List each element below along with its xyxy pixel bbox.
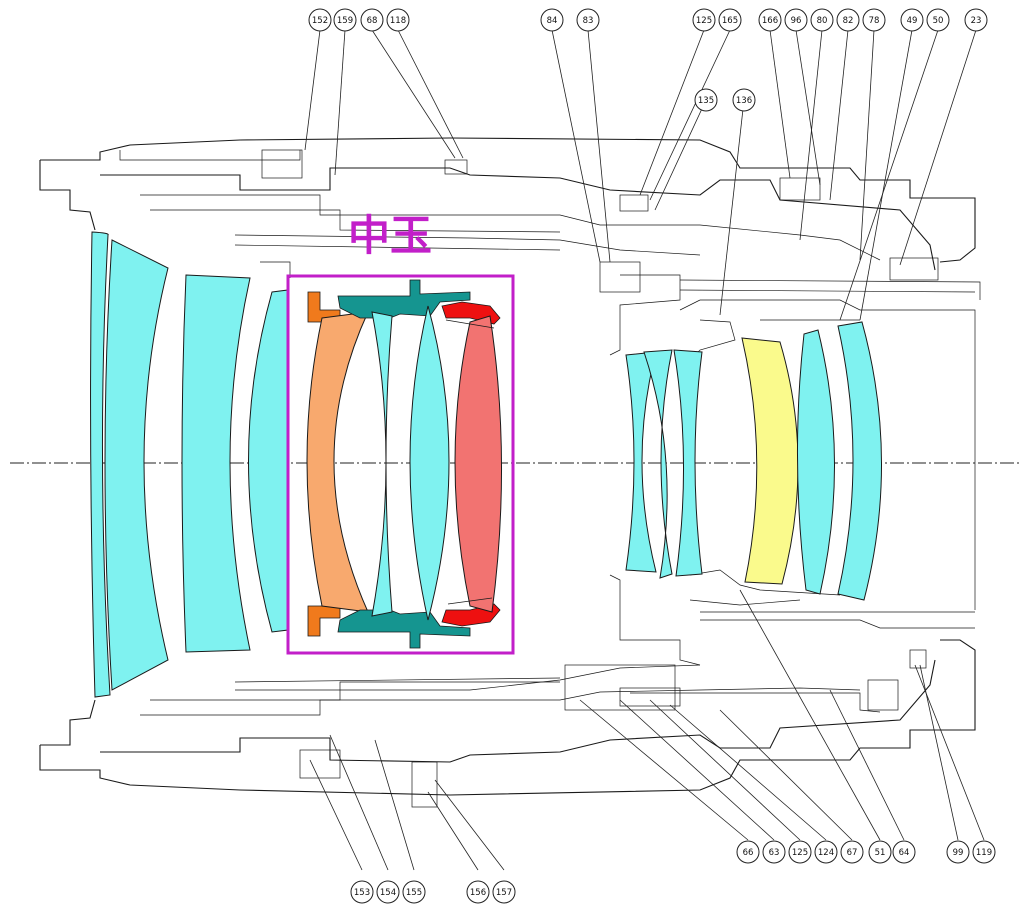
- svg-text:153: 153: [354, 888, 370, 898]
- svg-text:49: 49: [907, 16, 918, 26]
- svg-text:82: 82: [843, 16, 854, 26]
- svg-text:66: 66: [743, 848, 754, 858]
- svg-text:99: 99: [953, 848, 964, 858]
- svg-text:80: 80: [817, 16, 828, 26]
- callout-125-bottom: 125: [788, 840, 812, 864]
- svg-text:135: 135: [698, 96, 714, 106]
- callout-80: 80: [810, 8, 834, 32]
- middle-element-cyan-2: [409, 305, 450, 621]
- svg-text:84: 84: [547, 16, 558, 26]
- callout-50: 50: [926, 8, 950, 32]
- svg-text:125: 125: [696, 16, 712, 26]
- middle-element-orange: [306, 311, 369, 613]
- svg-text:159: 159: [337, 16, 353, 26]
- callout-64: 64: [892, 840, 916, 864]
- callout-118: 118: [386, 8, 410, 32]
- callout-125-top: 125: [692, 8, 716, 32]
- callout-84: 84: [540, 8, 564, 32]
- callout-96: 96: [784, 8, 808, 32]
- svg-text:166: 166: [762, 16, 778, 26]
- svg-text:83: 83: [583, 16, 594, 26]
- callout-63: 63: [762, 840, 786, 864]
- middle-group-label: 中玉: [348, 211, 432, 260]
- svg-text:165: 165: [722, 16, 738, 26]
- mount-teal-bottom: [337, 609, 471, 649]
- rear-element-1: [625, 351, 657, 573]
- callouts-top: 152 159 68 118 84 83 125 165 166 96 80 8…: [308, 8, 988, 112]
- front-element-3: [181, 274, 251, 653]
- middle-element-red: [454, 315, 502, 613]
- svg-text:119: 119: [976, 848, 992, 858]
- callout-23: 23: [964, 8, 988, 32]
- svg-text:68: 68: [367, 16, 378, 26]
- svg-text:124: 124: [818, 848, 834, 858]
- svg-text:96: 96: [791, 16, 802, 26]
- front-element-1: [90, 231, 111, 698]
- svg-text:78: 78: [869, 16, 880, 26]
- callout-157: 157: [492, 880, 516, 904]
- rear-element-4: [796, 329, 836, 595]
- svg-text:125: 125: [792, 848, 808, 858]
- callouts-bottom: 153 154 155 156 157 66 63 125 124 67 51 …: [350, 840, 996, 904]
- callout-165: 165: [718, 8, 742, 32]
- callout-82: 82: [836, 8, 860, 32]
- callout-51: 51: [868, 840, 892, 864]
- barrel-outline-lower: [39, 569, 976, 808]
- mount-orange-bottom: [307, 605, 341, 637]
- callout-135: 135: [694, 88, 718, 112]
- middle-lens-group: [306, 279, 502, 649]
- callout-83: 83: [576, 8, 600, 32]
- mount-teal-top: [337, 279, 471, 319]
- svg-text:118: 118: [390, 16, 406, 26]
- front-lens-group: [90, 231, 289, 698]
- svg-text:23: 23: [971, 16, 982, 26]
- rear-element-5: [837, 321, 882, 601]
- svg-text:64: 64: [899, 848, 910, 858]
- svg-text:152: 152: [312, 16, 328, 26]
- callout-166: 166: [758, 8, 782, 32]
- svg-text:50: 50: [933, 16, 944, 26]
- callout-136: 136: [732, 88, 756, 112]
- svg-text:136: 136: [736, 96, 752, 106]
- callout-154: 154: [376, 880, 400, 904]
- callout-49: 49: [900, 8, 924, 32]
- svg-text:155: 155: [406, 888, 422, 898]
- svg-text:154: 154: [380, 888, 396, 898]
- callout-68: 68: [360, 8, 384, 32]
- svg-text:157: 157: [496, 888, 512, 898]
- svg-text:63: 63: [769, 848, 780, 858]
- svg-text:51: 51: [875, 848, 886, 858]
- rear-element-2: [643, 349, 673, 579]
- front-element-2: [104, 239, 169, 691]
- mount-orange-top: [307, 291, 341, 323]
- leader-lines: [304, 29, 985, 871]
- callout-124: 124: [814, 840, 838, 864]
- middle-element-cyan-1: [371, 311, 393, 617]
- callout-159: 159: [333, 8, 357, 32]
- rear-element-yellow: [741, 337, 799, 585]
- rear-element-3: [673, 349, 703, 577]
- svg-text:67: 67: [847, 848, 858, 858]
- callout-155: 155: [402, 880, 426, 904]
- callout-66: 66: [736, 840, 760, 864]
- callout-78: 78: [862, 8, 886, 32]
- rear-lens-group: [625, 321, 882, 601]
- front-element-4: [248, 289, 289, 633]
- barrel-outline-upper: [39, 137, 981, 610]
- callout-153: 153: [350, 880, 374, 904]
- callout-156: 156: [466, 880, 490, 904]
- callout-152: 152: [308, 8, 332, 32]
- callout-67: 67: [840, 840, 864, 864]
- callout-99: 99: [946, 840, 970, 864]
- middle-group-highlight: [286, 274, 515, 655]
- callout-119: 119: [972, 840, 996, 864]
- svg-text:156: 156: [470, 888, 486, 898]
